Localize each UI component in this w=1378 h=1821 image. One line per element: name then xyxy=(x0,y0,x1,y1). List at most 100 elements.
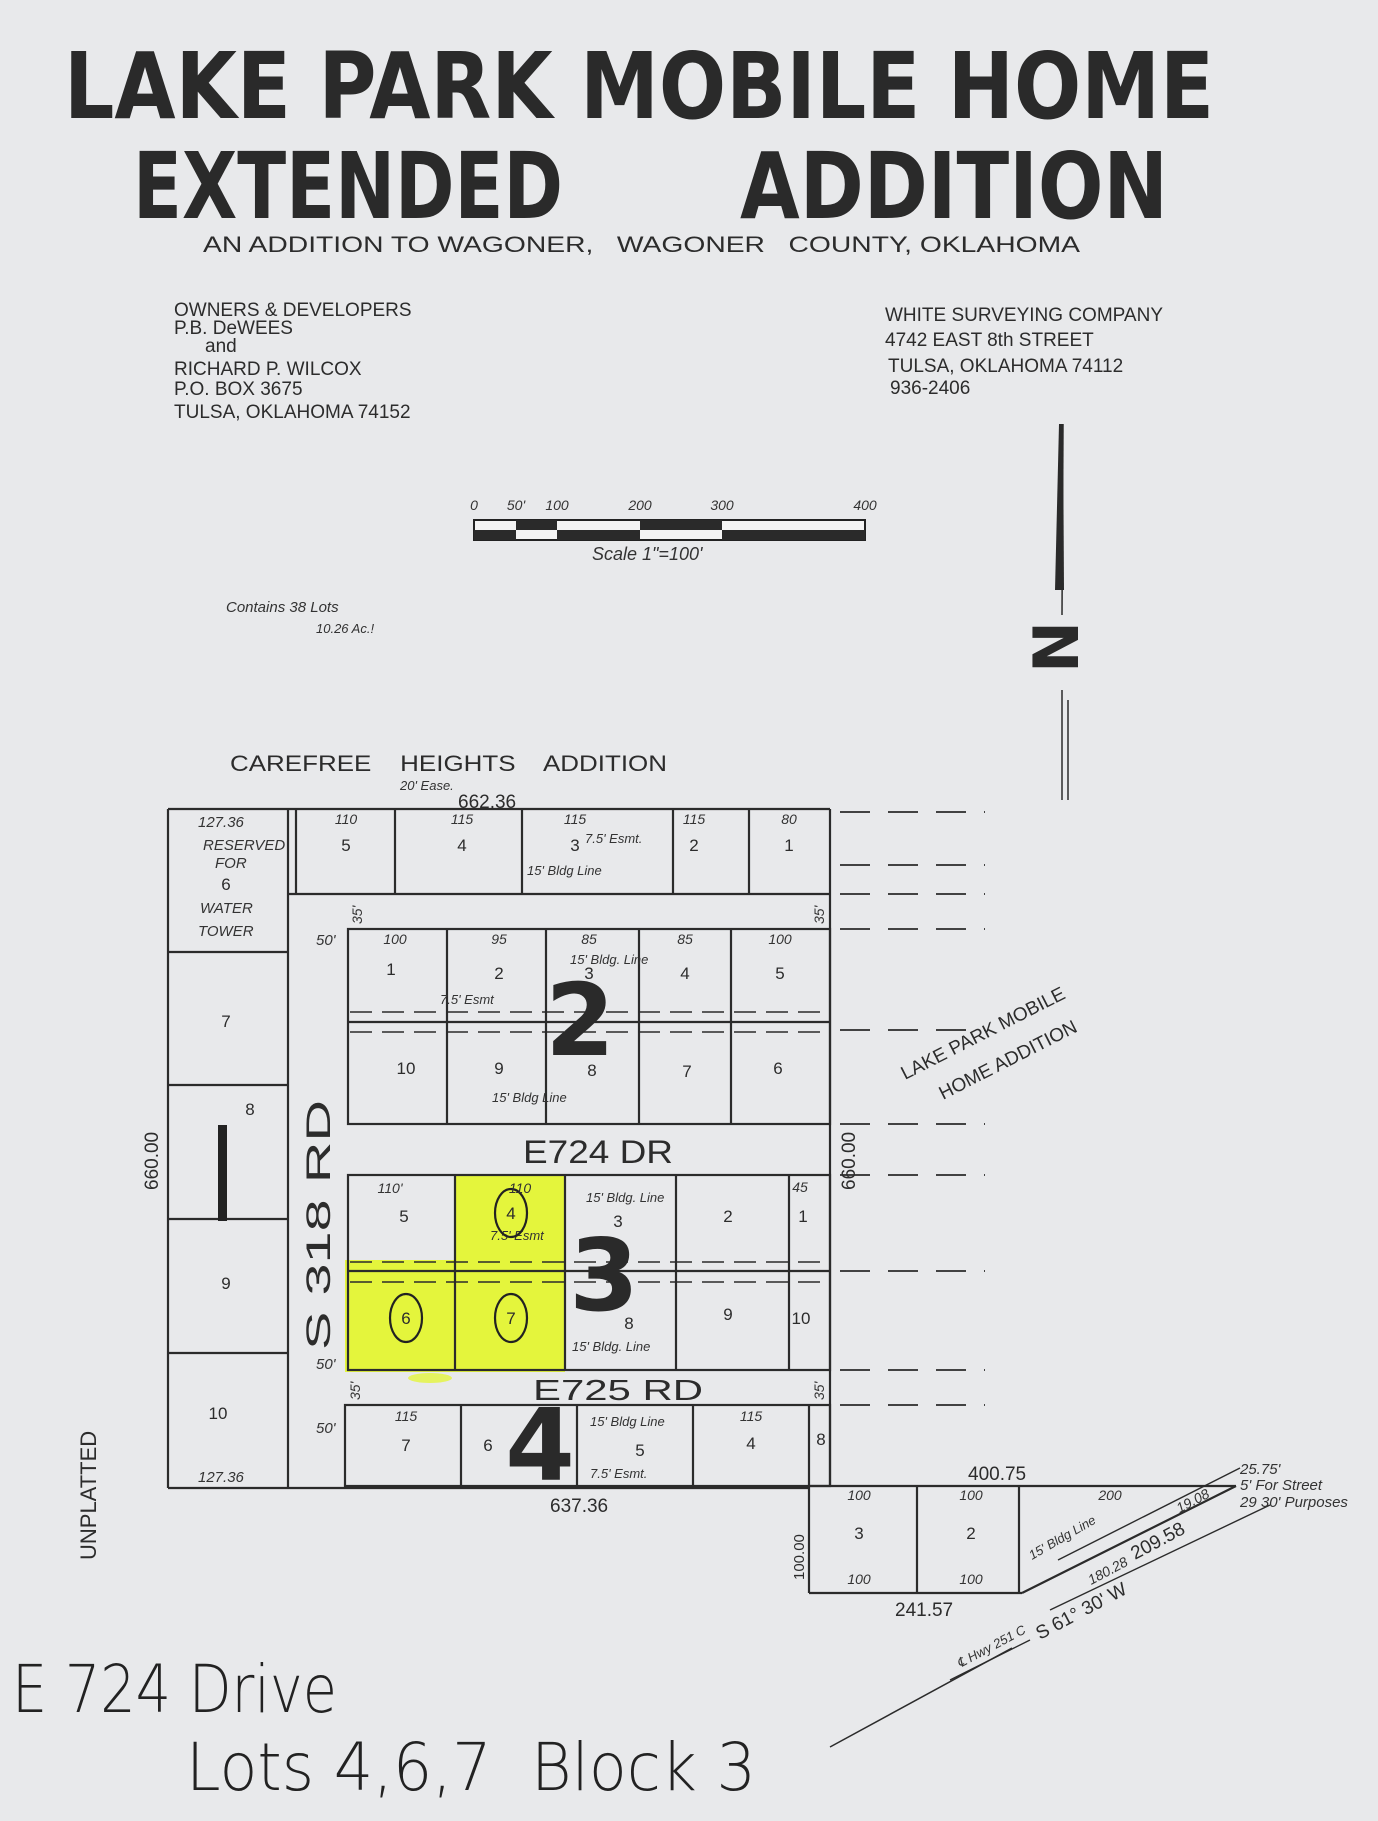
lot-number-block3: 10 xyxy=(792,1309,811,1328)
lot-number-block4: 6 xyxy=(483,1436,492,1455)
plat-lines xyxy=(166,807,1271,1681)
contains-acres: 10.26 Ac.! xyxy=(316,621,374,636)
lot-number-block2: 7 xyxy=(682,1062,691,1081)
dim-north: 662.36 xyxy=(458,792,516,813)
reserved-text: FOR xyxy=(215,855,247,872)
lot-number-block3: 7 xyxy=(506,1309,515,1328)
dim-west: 660.00 xyxy=(142,1132,163,1190)
lot-number-block3: 9 xyxy=(723,1305,732,1324)
road-width: 50' xyxy=(316,1420,337,1437)
lot-number-block1_west: 6 xyxy=(221,875,230,894)
lot-number-block2: 6 xyxy=(773,1059,782,1078)
lot-dimension: 110 xyxy=(335,811,358,827)
reserved-text: RESERVED xyxy=(203,837,285,854)
owners-line: OWNERS & DEVELOPERS xyxy=(174,300,412,321)
handwritten-street: E 724 Drive xyxy=(12,1651,337,1728)
lot-number-block2: 4 xyxy=(680,964,689,983)
dim-ext-north: 400.75 xyxy=(968,1464,1026,1485)
lot-dimension: 110' xyxy=(378,1180,404,1196)
owners-line: TULSA, OKLAHOMA 74152 xyxy=(174,402,411,423)
lot-number-block3: 6 xyxy=(401,1309,410,1328)
lot-number-block3: 2 xyxy=(723,1207,732,1226)
title-line-2b: ADDITION xyxy=(740,133,1168,240)
scale-label: Scale 1"=100' xyxy=(592,544,703,564)
lot-dimension: 19.08 xyxy=(1173,1485,1212,1516)
lot-number-extension: 3 xyxy=(854,1524,863,1543)
road-width: 50' xyxy=(316,932,337,949)
lot-dimension: 100 xyxy=(847,1571,871,1587)
bearing-label: S 61° 30' W xyxy=(1032,1579,1130,1644)
highlight-lot-4 xyxy=(455,1175,565,1268)
lot-number-block1_top: 4 xyxy=(457,836,466,855)
lot-number-block4: 7 xyxy=(401,1436,410,1455)
scale-tick: 0 xyxy=(470,497,478,513)
boundary-diagonal xyxy=(1021,1485,1237,1594)
lot-number-block1_top: 1 xyxy=(784,836,793,855)
building-line-note: 15' Bldg Line xyxy=(590,1414,665,1429)
highlight-bleed xyxy=(408,1373,452,1383)
dim-east: 660.00 xyxy=(839,1132,860,1190)
corner-note: 29 30' Purposes xyxy=(1239,1494,1348,1511)
building-line-note: 15' Bldg Line xyxy=(1026,1512,1098,1562)
lot-number-block3: 8 xyxy=(624,1314,633,1333)
lot-circle xyxy=(493,1187,529,1239)
surveyor-line: 936-2406 xyxy=(890,378,970,399)
block-outline xyxy=(346,1173,832,1372)
easement-note: 7.5' Esmt. xyxy=(585,831,642,846)
lot-number-block2: 1 xyxy=(386,960,395,979)
scale-bar-segment xyxy=(557,530,640,540)
surveyor-block: WHITE SURVEYING COMPANY 4742 EAST 8th ST… xyxy=(885,305,1163,399)
surveyor-line: WHITE SURVEYING COMPANY xyxy=(885,305,1163,326)
lot-number-block2: 9 xyxy=(494,1059,503,1078)
subtitle: AN ADDITION TO WAGONER, WAGONER COUNTY, … xyxy=(203,232,1080,257)
block-number: 3 xyxy=(569,1217,639,1334)
title-line-1: LAKE PARK MOBILE HOME xyxy=(64,33,1214,140)
lot-number-block4: 8 xyxy=(816,1430,825,1449)
lot-dimension: 100 xyxy=(768,931,792,947)
handwritten-lots: Lots 4,6,7 Block 3 xyxy=(186,1729,756,1806)
lot-circle xyxy=(388,1292,424,1344)
lot-number-block4: 4 xyxy=(746,1434,755,1453)
lot-number-block3: 1 xyxy=(798,1207,807,1226)
lot-number-block1_west: 7 xyxy=(221,1012,230,1031)
lot-dimension: 85 xyxy=(677,931,693,947)
easement-note: 20' Ease. xyxy=(399,778,454,793)
scale-tick: 400 xyxy=(853,497,877,513)
water-tower-mark xyxy=(218,1125,227,1221)
reserved-water-tower: RESERVED FOR WATER TOWER xyxy=(198,837,285,940)
dim-ext-south: 241.57 xyxy=(895,1600,953,1621)
contains-lots: Contains 38 Lots xyxy=(226,599,339,616)
lot-dimension: 115 xyxy=(564,811,587,827)
surveyor-line: 4742 EAST 8th STREET xyxy=(885,330,1094,351)
highway-centerline xyxy=(1049,1504,1271,1611)
scale-tick: 300 xyxy=(710,497,734,513)
dim-nw-width: 127.36 xyxy=(198,814,245,831)
north-label: N xyxy=(1020,621,1093,673)
block-outline xyxy=(343,1403,832,1488)
lot-dimension: 115 xyxy=(740,1408,763,1424)
lot-dimension: 115 xyxy=(683,811,706,827)
unplatted-label: UNPLATTED xyxy=(76,1431,101,1560)
road-width-35: 35' xyxy=(811,1380,827,1400)
building-line-note: 15' Bldg Line xyxy=(492,1090,567,1105)
road-width-35: 35' xyxy=(811,904,827,924)
reserved-text: TOWER xyxy=(198,923,254,940)
divider-line xyxy=(829,1647,1013,1748)
lot-dimension: 200 xyxy=(1097,1487,1122,1503)
building-line xyxy=(1057,1467,1241,1561)
lot-number-block2: 10 xyxy=(397,1059,416,1078)
corner-note: 25.75' xyxy=(1239,1461,1282,1478)
carefree-heights-label: CAREFREE HEIGHTS ADDITION xyxy=(230,751,667,776)
dim-sw-width: 127.36 xyxy=(198,1469,245,1486)
easement-note: 7.5' Esmt xyxy=(440,992,495,1007)
lot-dimension: 110 xyxy=(509,1180,532,1196)
building-line-note: 15' Bldg. Line xyxy=(570,952,648,967)
north-arrow-icon xyxy=(1055,423,1069,800)
owners-line: P.B. DeWEES xyxy=(174,318,293,339)
lot-dimension: 100 xyxy=(847,1487,871,1503)
scale-bar-segment xyxy=(516,520,557,530)
owners-block: OWNERS & DEVELOPERS P.B. DeWEES and RICH… xyxy=(174,300,412,423)
title-line-2a: EXTENDED xyxy=(133,133,563,240)
